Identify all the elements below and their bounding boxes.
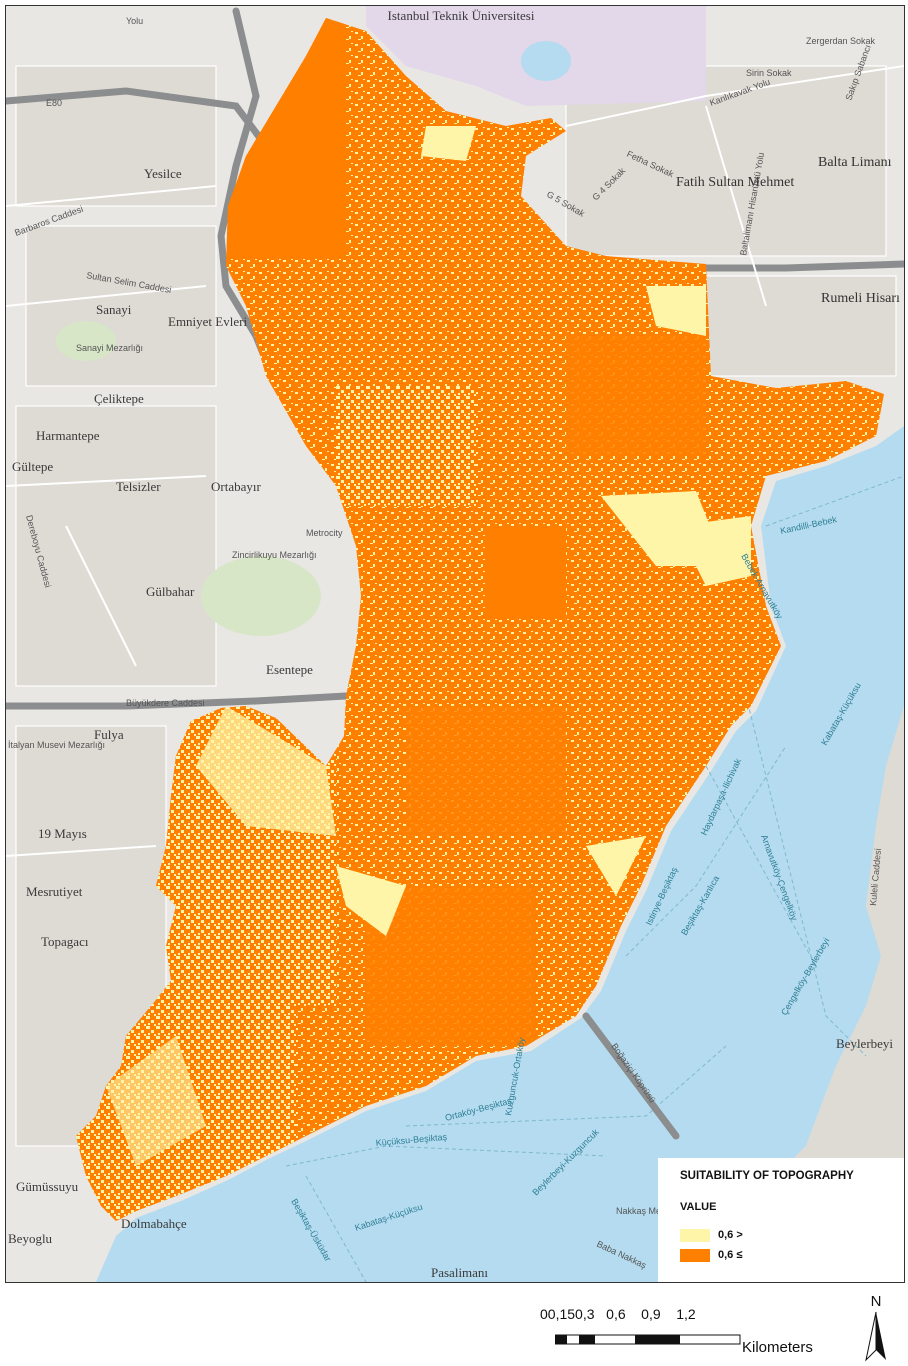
- svg-text:E80: E80: [46, 98, 62, 108]
- svg-text:Kuleli Caddesi: Kuleli Caddesi: [868, 848, 883, 906]
- urban-blocks: [15, 65, 904, 1167]
- label-sanayi-mezarligi: Sanayi Mezarlığı: [76, 343, 143, 353]
- label-balta-limani: Balta Limanı: [818, 155, 892, 170]
- legend-swatch-low: [680, 1228, 710, 1242]
- map-canvas[interactable]: Istanbul Teknik Üniversitesi Yesilce San…: [6, 6, 904, 1282]
- label-rumeli-hisari: Rumeli Hisarı: [821, 291, 900, 306]
- label-emniyet: Emniyet Evleri: [168, 314, 247, 329]
- park-area: [521, 41, 571, 81]
- minor-roads: [6, 65, 904, 857]
- north-label: N: [871, 1293, 882, 1310]
- label-sanayi: Sanayi: [96, 302, 132, 317]
- label-esentepe: Esentepe: [266, 662, 313, 677]
- label-mesrutiyet: Mesrutiyet: [26, 884, 83, 899]
- label-19mayis: 19 Mayıs: [38, 826, 87, 841]
- svg-text:Nakkaş Mezarlığı: Nakkaş Mezarlığı: [616, 1206, 686, 1216]
- legend-subtitle: VALUE: [680, 1201, 717, 1213]
- svg-text:Sirin Sokak: Sirin Sokak: [746, 68, 792, 78]
- label-telsizler: Telsizler: [116, 479, 161, 494]
- label-fulya: Fulya: [94, 727, 124, 742]
- svg-text:Büyükdere Caddesi: Büyükdere Caddesi: [126, 698, 205, 708]
- svg-text:Metrocity: Metrocity: [306, 528, 343, 538]
- asian-shore: [706, 706, 904, 1282]
- legend-item-low: 0,6 >: [680, 1225, 904, 1245]
- north-arrow-icon: N: [865, 1293, 886, 1362]
- scale-tick-labels: 00,150,3 0,6 0,9 1,2: [540, 1306, 696, 1322]
- label-topagaci: Topagacı: [41, 934, 89, 949]
- scale-bar: [555, 1334, 741, 1345]
- label-celiktepe: Çeliktepe: [94, 391, 144, 406]
- label-gumussuyu: Gümüssuyu: [16, 1179, 79, 1194]
- label-ortabayir: Ortabayır: [211, 479, 261, 494]
- legend-label-low: 0,6 >: [718, 1229, 743, 1241]
- label-italyan-mezarligi: İtalyan Musevi Mezarlığı: [8, 740, 105, 750]
- legend-item-high: 0,6 ≤: [680, 1245, 904, 1265]
- park-area: [56, 321, 116, 361]
- svg-text:Yolu: Yolu: [126, 16, 143, 26]
- label-yesilce: Yesilce: [144, 166, 182, 181]
- park-area: [201, 556, 321, 636]
- scale-unit: Kilometers: [742, 1339, 813, 1356]
- suitability-overlay[interactable]: [76, 16, 884, 1226]
- map-legend: SUITABILITY OF TOPOGRAPHY VALUE 0,6 > 0,…: [658, 1158, 904, 1282]
- label-gultepe: Gültepe: [12, 459, 53, 474]
- label-itu: Istanbul Teknik Üniversitesi: [388, 8, 535, 23]
- legend-swatch-high: [680, 1248, 710, 1262]
- label-gulbahar: Gülbahar: [146, 584, 195, 599]
- label-pasalimani: Pasalimanı: [431, 1265, 488, 1280]
- map-frame[interactable]: Istanbul Teknik Üniversitesi Yesilce San…: [5, 5, 905, 1283]
- label-dolmabahce: Dolmabahçe: [121, 1216, 187, 1231]
- label-beylerbeyi: Beylerbeyi: [836, 1036, 893, 1051]
- legend-title: SUITABILITY OF TOPOGRAPHY: [680, 1170, 854, 1182]
- label-zincirlikuyu-mezarligi: Zincirlikuyu Mezarlığı: [232, 550, 317, 560]
- label-fatih-sultan-mehmet: Fatih Sultan Mehmet: [676, 175, 794, 190]
- label-beyoglu: Beyoglu: [8, 1231, 53, 1246]
- legend-label-high: 0,6 ≤: [718, 1249, 743, 1261]
- svg-text:Zergerdan Sokak: Zergerdan Sokak: [806, 36, 876, 46]
- label-harmantepe: Harmantepe: [36, 428, 100, 443]
- bosphorus-water: [96, 101, 904, 1282]
- ferry-routes: [285, 475, 904, 1282]
- place-labels: Istanbul Teknik Üniversitesi Yesilce San…: [8, 8, 900, 1280]
